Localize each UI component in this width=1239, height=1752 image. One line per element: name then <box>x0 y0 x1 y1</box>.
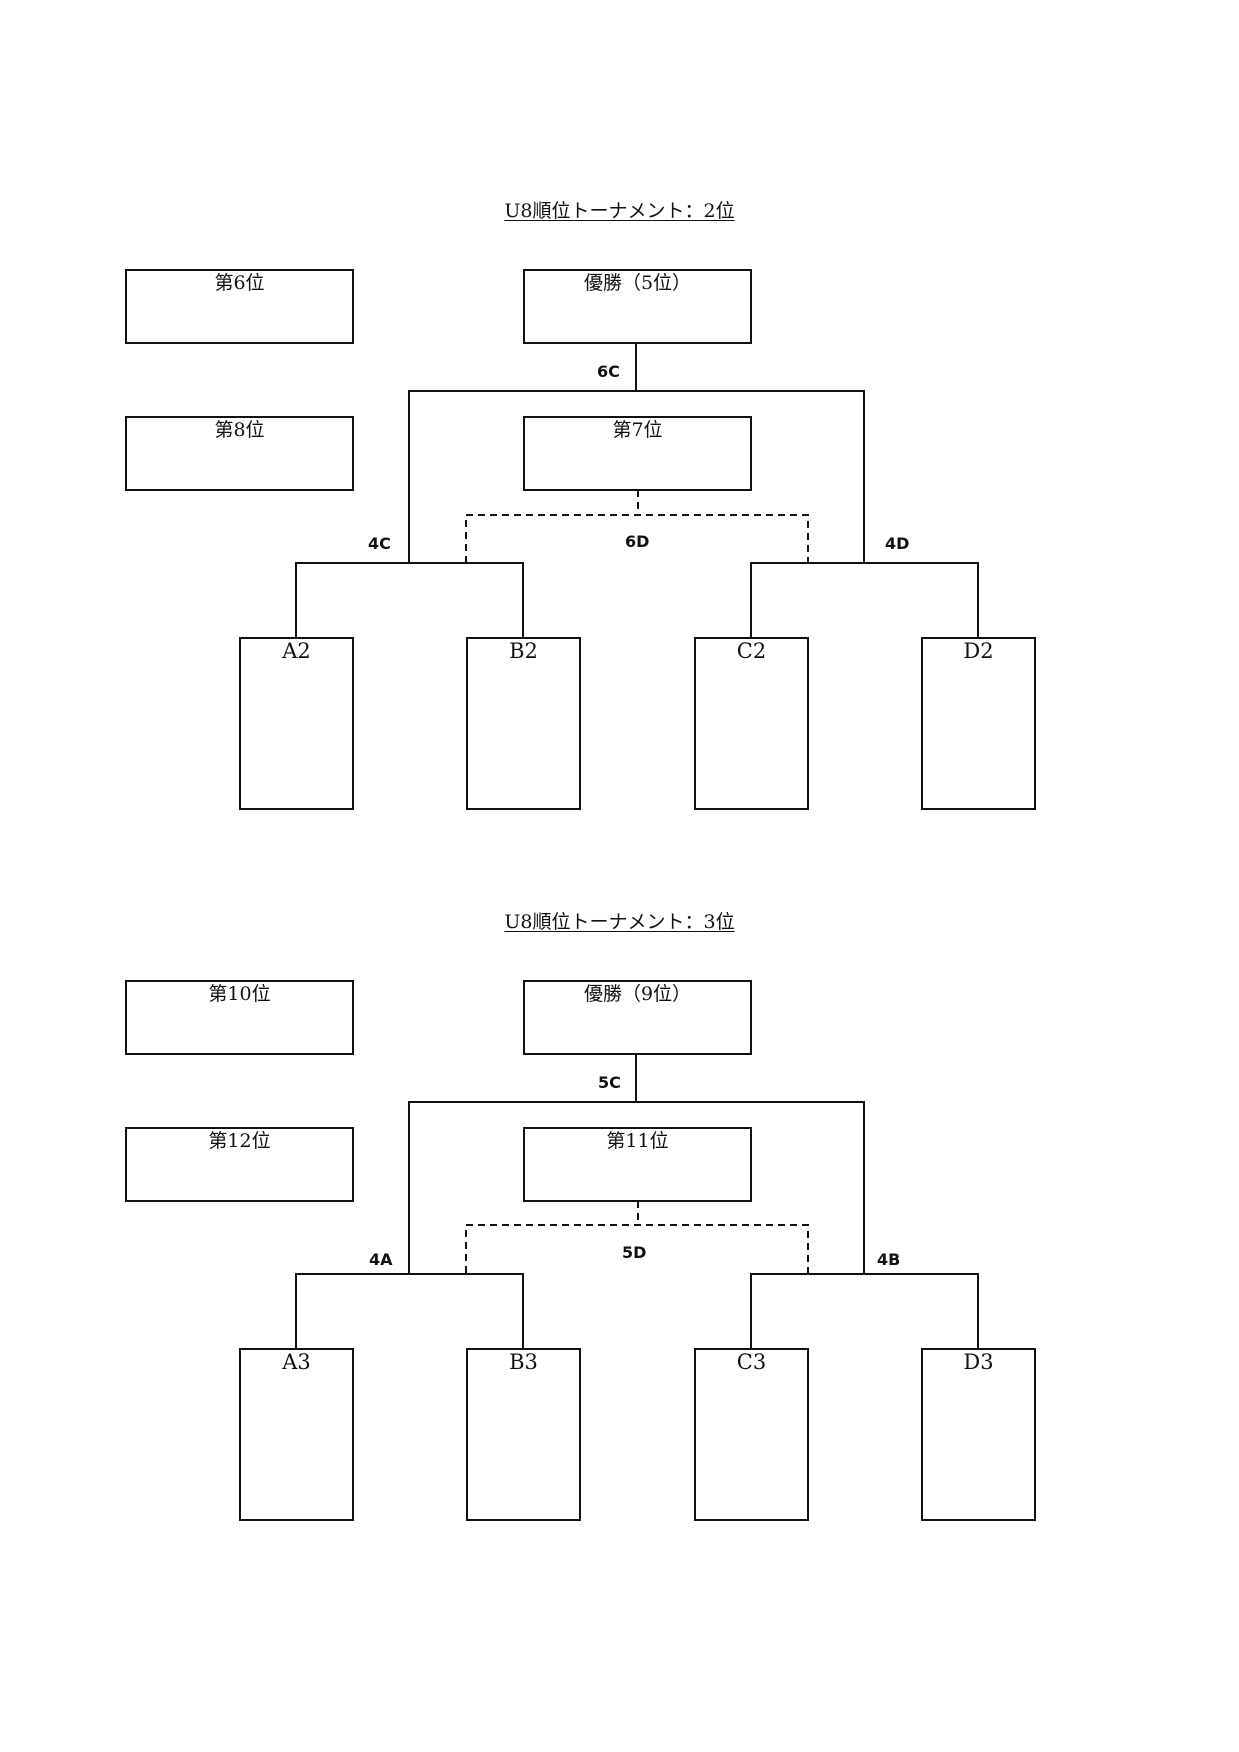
match-right-code: 4D <box>885 534 910 553</box>
place-label: 第6位 <box>214 272 265 294</box>
place-6-box: 第6位 <box>125 269 354 344</box>
team-box-d: D3 <box>921 1348 1036 1521</box>
match-right-code: 4B <box>877 1250 901 1269</box>
winner-label: 優勝（9位） <box>583 983 692 1005</box>
right-semi-connector-line <box>750 562 979 638</box>
right-semi-connector-line <box>750 1273 979 1349</box>
match-left-code: 4A <box>369 1250 393 1269</box>
place-label: 第12位 <box>208 1130 271 1152</box>
third-place-label: 第7位 <box>612 419 663 441</box>
team-label: A3 <box>282 1350 311 1374</box>
winner-label: 優勝（5位） <box>583 272 692 294</box>
team-box-c: C2 <box>694 637 809 810</box>
place-label: 第10位 <box>208 983 271 1005</box>
team-label: C3 <box>736 1350 767 1374</box>
third-place-box: 第11位 <box>523 1127 752 1202</box>
team-label: D3 <box>963 1350 994 1374</box>
team-box-a: A2 <box>239 637 354 810</box>
place-8-box: 第8位 <box>125 416 354 491</box>
team-box-a: A3 <box>239 1348 354 1521</box>
team-label: C2 <box>736 639 767 663</box>
team-label: A2 <box>282 639 311 663</box>
match-final-code: 6C <box>597 362 620 381</box>
winner-box: 優勝（5位） <box>523 269 752 344</box>
bracket-2: U8順位トーナメント：3位 第10位 優勝（9位） 第12位 第11位 5C 5… <box>0 901 1239 1521</box>
bracket-1: U8順位トーナメント：2位 第6位 優勝（5位） 第8位 第7位 6C 6D 4… <box>0 190 1239 810</box>
match-left-code: 4C <box>368 534 391 553</box>
team-box-b: B3 <box>466 1348 581 1521</box>
bracket-title: U8順位トーナメント：3位 <box>504 911 735 933</box>
team-label: D2 <box>963 639 994 663</box>
place-10-box: 第10位 <box>125 980 354 1055</box>
place-label: 第8位 <box>214 419 265 441</box>
third-place-label: 第11位 <box>606 1130 669 1152</box>
match-third-code: 5D <box>622 1243 647 1262</box>
bracket-title: U8順位トーナメント：2位 <box>504 200 735 222</box>
winner-box: 優勝（9位） <box>523 980 752 1055</box>
match-third-code: 6D <box>625 532 650 551</box>
team-label: B2 <box>509 639 538 663</box>
left-semi-connector-line <box>295 1273 524 1349</box>
match-final-code: 5C <box>598 1073 621 1092</box>
team-box-b: B2 <box>466 637 581 810</box>
team-label: B3 <box>509 1350 538 1374</box>
place-12-box: 第12位 <box>125 1127 354 1202</box>
team-box-d: D2 <box>921 637 1036 810</box>
third-place-box: 第7位 <box>523 416 752 491</box>
left-semi-connector-line <box>295 562 524 638</box>
team-box-c: C3 <box>694 1348 809 1521</box>
